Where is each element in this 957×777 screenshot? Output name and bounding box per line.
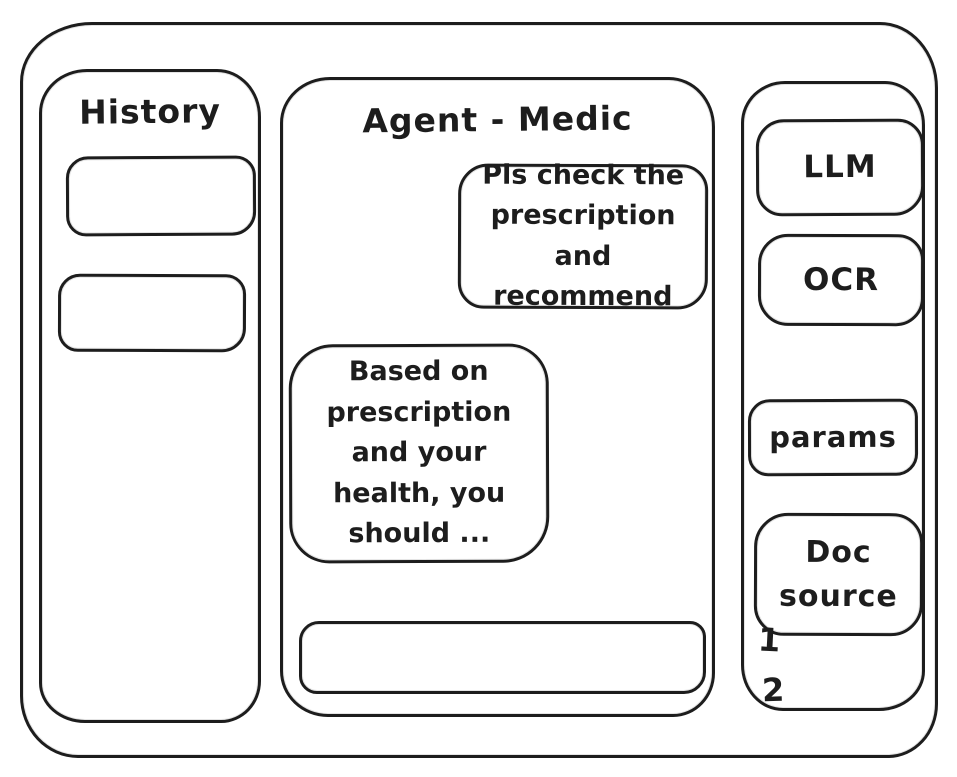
chat-title: Agent - Medic [362,98,633,141]
history-sidebar: History [39,69,261,723]
history-item[interactable] [65,155,257,237]
doc-source-item-1[interactable]: 1 [757,620,782,660]
app-window: History Agent - Medic Pls check the pres… [20,22,938,758]
tools-sidebar: LLM OCR params Doc source 1 2 [741,81,925,711]
doc-source-item-2[interactable]: 2 [761,670,785,710]
history-title: History [78,91,222,132]
assistant-message-bubble: Based on prescription and your health, y… [288,343,550,564]
message-input[interactable] [299,621,706,694]
params-button[interactable]: params [747,398,919,477]
assistant-message-text: Based on prescription and your health, y… [326,356,512,550]
ocr-button[interactable]: OCR [757,233,925,327]
history-item[interactable] [57,273,247,353]
user-message-text: Pls check the prescription and recommend [482,159,685,313]
doc-source-button[interactable]: Doc source [753,512,924,637]
chat-panel: Agent - Medic Pls check the prescription… [280,77,715,717]
user-message-bubble: Pls check the prescription and recommend [457,159,709,312]
llm-button[interactable]: LLM [755,118,925,217]
